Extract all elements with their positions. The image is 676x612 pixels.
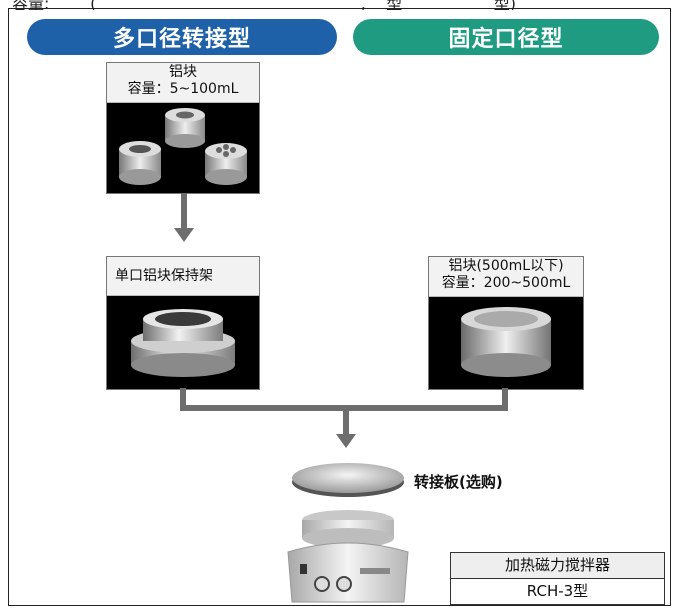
multi-diameter-header: 多口径转接型 bbox=[27, 19, 337, 55]
device-label-box: 加热磁力搅拌器 RCH-3型 bbox=[450, 552, 665, 605]
diagram-frame bbox=[8, 8, 671, 606]
connector-horizontal bbox=[180, 405, 508, 411]
single-holder-photo bbox=[131, 309, 235, 377]
single-holder-label: 单口铝块保持架 bbox=[107, 257, 259, 296]
arrow-shaft-1 bbox=[181, 193, 187, 231]
aluminum-blocks-card: 铝块 容量：5~100mL bbox=[106, 62, 260, 194]
top-caption: 容量: ( , 型 型) bbox=[12, 0, 517, 10]
fixed-block-capacity: 容量：200~500mL bbox=[441, 275, 571, 291]
fixed-diameter-header: 固定口径型 bbox=[353, 19, 659, 55]
single-holder-card: 单口铝块保持架 bbox=[106, 256, 260, 390]
fixed-block-card: 铝块(500mL以下) 容量：200~500mL bbox=[428, 256, 584, 390]
fixed-block-photo bbox=[461, 307, 551, 377]
device-model: RCH-3型 bbox=[526, 582, 589, 600]
aluminum-blocks-title: 铝块 bbox=[169, 64, 197, 80]
arrow-shaft-2 bbox=[343, 410, 349, 436]
top-caption-strip: 容量: ( , 型 型) bbox=[0, 0, 676, 10]
arrow-down-icon bbox=[336, 434, 356, 448]
device-name: 加热磁力搅拌器 bbox=[451, 553, 664, 579]
connector-left bbox=[180, 388, 186, 410]
adapter-plate-label: 转接板(选购) bbox=[414, 473, 503, 491]
adapter-plate-photo bbox=[292, 463, 404, 497]
aluminum-blocks-capacity: 容量：5~100mL bbox=[127, 81, 239, 97]
magnetic-stirrer-photo bbox=[287, 510, 409, 603]
fixed-block-title: 铝块(500mL以下) bbox=[448, 258, 564, 274]
connector-right bbox=[502, 388, 508, 410]
fixed-block-label: 铝块(500mL以下) 容量：200~500mL bbox=[429, 257, 583, 297]
single-holder-title: 单口铝块保持架 bbox=[115, 268, 213, 284]
aluminum-blocks-photo bbox=[119, 108, 247, 185]
arrow-down-icon bbox=[174, 228, 194, 242]
aluminum-blocks-label: 铝块 容量：5~100mL bbox=[107, 63, 259, 103]
